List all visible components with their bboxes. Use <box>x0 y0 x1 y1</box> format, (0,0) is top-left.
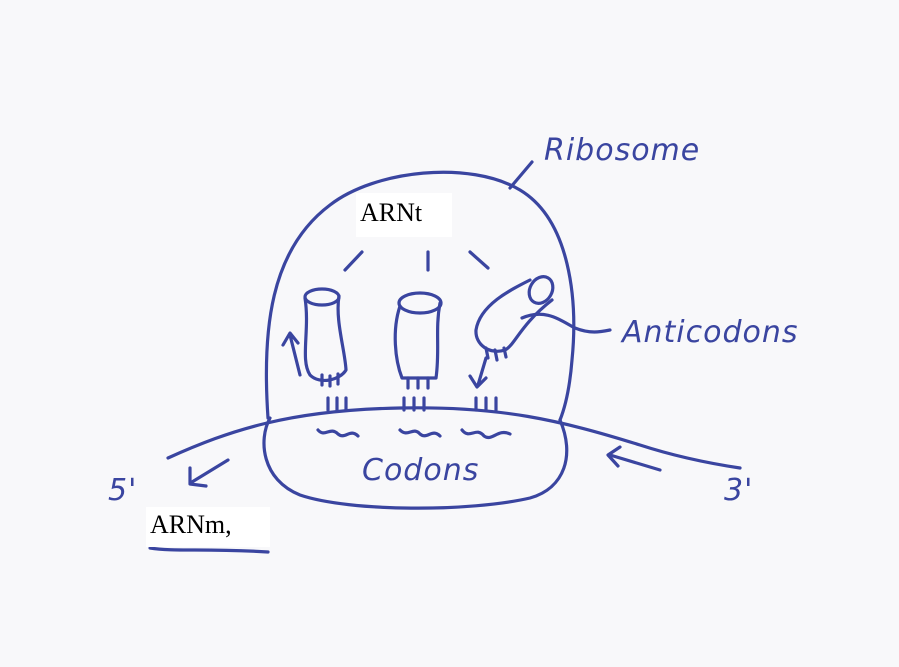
ribosome-label: Ribosome <box>544 133 700 168</box>
anticodons-label: Anticodons <box>620 315 799 350</box>
five-prime-label: 5' <box>108 473 137 508</box>
three-prime-label: 3' <box>724 473 753 508</box>
codons-label: Codons <box>362 453 479 488</box>
trna-overlay-label: ARNt <box>356 193 452 237</box>
mrna-overlay-label: ARNm, <box>146 507 270 547</box>
